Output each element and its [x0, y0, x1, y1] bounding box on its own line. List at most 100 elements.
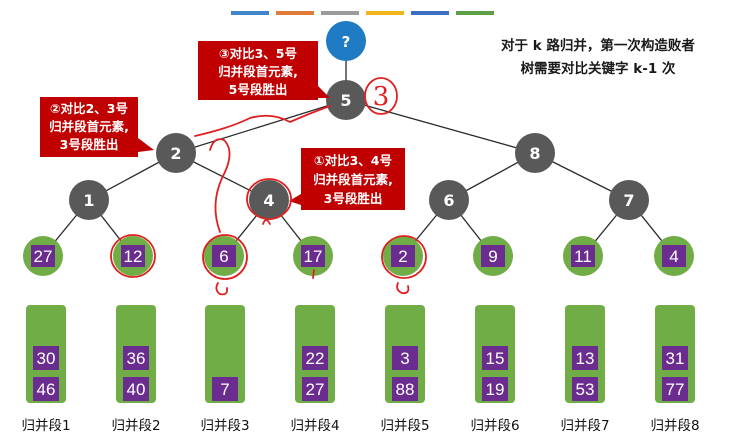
- segment-4-label: 归并段4: [290, 417, 339, 434]
- node-n4-label: 4: [263, 191, 274, 210]
- segment-3-value-1: 7: [220, 380, 229, 399]
- edge-n5-n8: [345, 99, 536, 154]
- node-n8-label: 8: [529, 144, 540, 163]
- segment-4: 22 27 归并段4: [290, 305, 340, 434]
- node-n6-label: 6: [443, 191, 454, 210]
- segment-7-label: 归并段7: [560, 417, 609, 434]
- segment-5-label: 归并段5: [380, 417, 429, 434]
- edge-n5-n2: [175, 99, 347, 154]
- leaf-4: 17: [293, 236, 333, 276]
- leaf-6-value: 9: [488, 247, 497, 266]
- annotation-circle-leaf-3: [202, 234, 248, 280]
- node-n2-label: 2: [170, 144, 181, 163]
- segment-2-value-2: 40: [127, 380, 146, 399]
- annotation-arrow-node-n4: [262, 219, 271, 225]
- node-n1: [69, 180, 109, 220]
- handwritten-annotations: [110, 77, 427, 296]
- leaf-5: 2: [383, 236, 423, 276]
- leaf-5-value: 2: [398, 247, 407, 266]
- leaf-1-value: 27: [34, 247, 53, 266]
- segment-1-value-1: 30: [37, 349, 56, 368]
- merge-segments: 30 46 归并段1 36 40 归并段2 7 归并段3 22 27 归并段4: [21, 305, 700, 434]
- leaf-8-value: 4: [669, 247, 678, 266]
- node-n6: [429, 180, 469, 220]
- node-n5: [326, 80, 366, 120]
- node-n4: [249, 180, 289, 220]
- callout-3: ③对比3、5号 归并段首元素, 5号段胜出: [198, 41, 330, 100]
- segment-1: 30 46 归并段1: [21, 305, 71, 434]
- header-bar-6: [456, 11, 494, 15]
- annotation-circle-leaf-2: [110, 234, 156, 278]
- node-n5-label: 5: [340, 91, 351, 110]
- header-bar-1: [231, 11, 269, 15]
- segment-7: 13 53 归并段7: [560, 305, 610, 434]
- annotation-tick-leaf-4: [312, 269, 315, 279]
- annotation-circle-node-n4: [246, 178, 292, 220]
- annotation-squiggle-left: [209, 138, 231, 233]
- callout-3-line1: ③对比3、5号: [219, 46, 297, 61]
- segment-5-value-1: 3: [400, 349, 409, 368]
- callout-3-line2: 归并段首元素,: [218, 64, 298, 79]
- segment-4-value-1: 22: [306, 349, 325, 368]
- callout-3-line3: 5号段胜出: [229, 82, 288, 97]
- header-color-bars: [231, 11, 494, 15]
- root-node-label: ?: [342, 33, 351, 51]
- segment-6: 15 19 归并段6: [470, 305, 520, 434]
- segment-4-value-2: 27: [306, 380, 325, 399]
- segment-6-value-1: 15: [486, 349, 505, 368]
- segment-7-value-1: 13: [576, 349, 595, 368]
- callout-1-line3: 3号段胜出: [324, 191, 383, 206]
- segment-8: 31 77 归并段8: [650, 305, 700, 434]
- segment-8-value-2: 77: [666, 380, 685, 399]
- annotation-arrow-leaf-3: [215, 282, 229, 296]
- leaf-8: 4: [654, 236, 694, 276]
- segment-3-label: 归并段3: [200, 417, 249, 434]
- segment-8-value-1: 31: [666, 349, 685, 368]
- segment-2: 36 40 归并段2: [111, 305, 161, 434]
- segment-2-value-1: 36: [127, 349, 146, 368]
- node-n2: [156, 133, 196, 173]
- segment-1-value-2: 46: [37, 380, 56, 399]
- segment-5: 3 88 归并段5: [380, 305, 430, 434]
- node-n1-label: 1: [83, 191, 94, 210]
- header-bar-4: [366, 11, 404, 15]
- leaf-4-value: 17: [304, 247, 323, 266]
- leaf-7-value: 11: [574, 247, 592, 266]
- header-bar-3: [321, 11, 359, 15]
- segment-6-label: 归并段6: [470, 417, 519, 434]
- leaf-3: 6: [204, 236, 244, 276]
- callout-2-line1: ②对比2、3号: [50, 101, 128, 116]
- callout-1-line1: ①对比3、4号: [314, 153, 392, 168]
- header-bar-5: [411, 11, 449, 15]
- segment-3: 7 归并段3: [200, 305, 250, 434]
- node-n8: [515, 133, 555, 173]
- annotation-arrow-leaf-5: [396, 282, 410, 295]
- leaf-3-value: 6: [219, 247, 228, 266]
- segment-6-value-2: 19: [486, 380, 505, 399]
- leaf-6: 9: [473, 236, 513, 276]
- annotation-line-to-n5: [194, 105, 331, 137]
- segment-8-label: 归并段8: [650, 417, 699, 434]
- annotation-handwritten-number: 3: [373, 82, 390, 112]
- info-text-line1: 对于 k 路归并，第一次构造败者: [501, 37, 695, 54]
- annotation-circle-leaf-5: [381, 235, 427, 279]
- leaf-7: 11: [563, 236, 603, 276]
- header-bar-2: [276, 11, 314, 15]
- callout-2-line3: 3号段胜出: [60, 137, 119, 152]
- annotation-circle-mark: [364, 77, 398, 115]
- callout-2-line2: 归并段首元素,: [49, 119, 129, 134]
- callout-1-line2: 归并段首元素,: [313, 172, 393, 187]
- leaf-2-value: 12: [124, 247, 143, 266]
- segment-7-value-2: 53: [576, 380, 595, 399]
- segment-1-label: 归并段1: [21, 417, 70, 434]
- segment-2-label: 归并段2: [111, 417, 160, 434]
- segment-5-value-2: 88: [396, 380, 415, 399]
- leaf-2: 12: [113, 236, 153, 276]
- leaf-1: 27: [23, 236, 63, 276]
- root-node: [326, 21, 366, 61]
- callout-1: ①对比3、4号 归并段首元素, 3号段胜出: [289, 148, 405, 210]
- callout-2: ②对比2、3号 归并段首元素, 3号段胜出: [40, 97, 154, 157]
- info-text-line2: 树需要对比关键字 k-1 次: [521, 60, 676, 77]
- node-n7: [609, 180, 649, 220]
